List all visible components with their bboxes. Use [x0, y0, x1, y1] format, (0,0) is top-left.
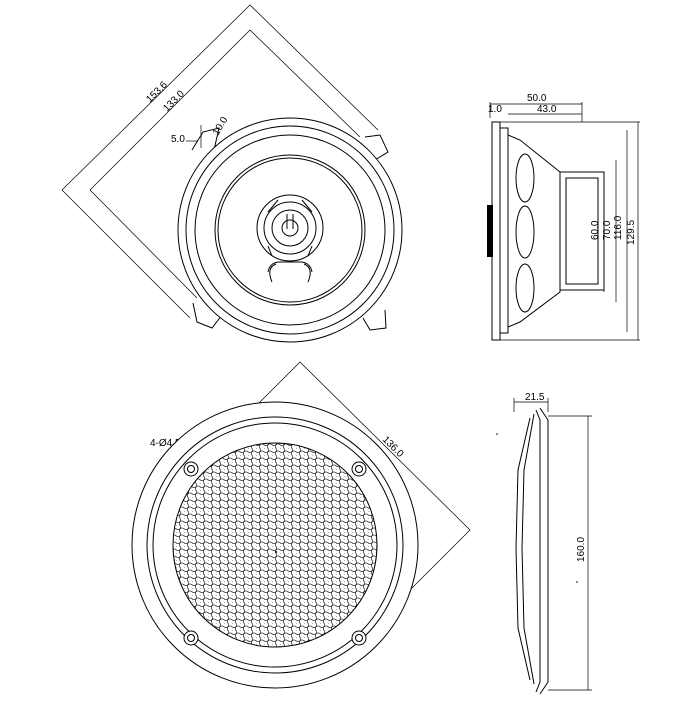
tweeter-dome-ring — [271, 209, 309, 247]
mount-hole-bottom-left — [183, 630, 199, 646]
mount-hole-bottom-right — [351, 630, 367, 646]
dim-10-0: 10.0 — [211, 115, 230, 138]
dim-21-5: 21.5 — [525, 392, 545, 403]
speaker-cone-edge — [217, 157, 363, 303]
speaker-front-view: 153.6 133.0 5.0 10.0 — [61, 4, 403, 343]
side-gasket — [499, 127, 509, 334]
grille-side-dome — [515, 417, 531, 681]
mount-hole-top-right — [351, 461, 367, 477]
dim-116-0: 116.0 — [613, 215, 624, 240]
speaker-surround-inner — [214, 154, 366, 306]
mount-tab-top-right — [364, 134, 389, 161]
grille-center-mark — [275, 551, 277, 553]
basket-window-2 — [515, 205, 535, 259]
speaker-frame-outer — [177, 117, 403, 343]
crossover-wire — [267, 261, 313, 273]
grille-mount-holes — [183, 461, 367, 646]
mount-tab-bottom-left — [192, 302, 223, 329]
side-magnet-inner — [565, 177, 599, 285]
dim-60-0: 60.0 — [590, 220, 601, 240]
speaker-frame-ring — [185, 125, 395, 335]
dim-43-0: 43.0 — [537, 104, 557, 115]
tweeter-ring — [263, 201, 317, 255]
dim-4-hole: 4-Ø4.5 — [150, 438, 181, 449]
dim-129-5: 129.5 — [626, 220, 637, 245]
basket-window-1 — [515, 153, 535, 203]
side-terminal — [487, 205, 493, 257]
dim-160-0: 160.0 — [576, 537, 587, 562]
speaker-side-view: 50.0 43.0 1.0 60.0 70.0 116.0 129.5 — [487, 93, 640, 341]
grille-side-back — [539, 407, 549, 695]
mount-tab-bottom-right — [362, 309, 387, 331]
speaker-surround-outer — [194, 134, 386, 326]
dim-70-0: 70.0 — [602, 220, 613, 240]
dim-50-0: 50.0 — [527, 93, 547, 104]
tweeter-dome — [281, 219, 299, 237]
grille-mesh-edge — [172, 442, 378, 648]
diag-dimension-outer — [61, 4, 379, 319]
grille-inner-ring — [146, 416, 404, 674]
diag-dimension-inner — [89, 29, 361, 299]
tweeter-outer — [256, 194, 324, 262]
grille-front-view: 136.0 4-Ø4.5 — [131, 361, 471, 689]
grille-mesh — [173, 443, 377, 647]
basket-window-3 — [515, 263, 535, 313]
grille-side-view: 21.5 160.0 — [496, 392, 592, 695]
tweeter-bridge-arms — [267, 199, 313, 257]
dim-5-0: 5.0 — [171, 134, 185, 145]
dim-1-0: 1.0 — [488, 104, 502, 115]
side-frame-flange — [491, 121, 501, 341]
dim-133-0: 133.0 — [161, 88, 187, 114]
mount-hole-top-left — [183, 461, 199, 477]
